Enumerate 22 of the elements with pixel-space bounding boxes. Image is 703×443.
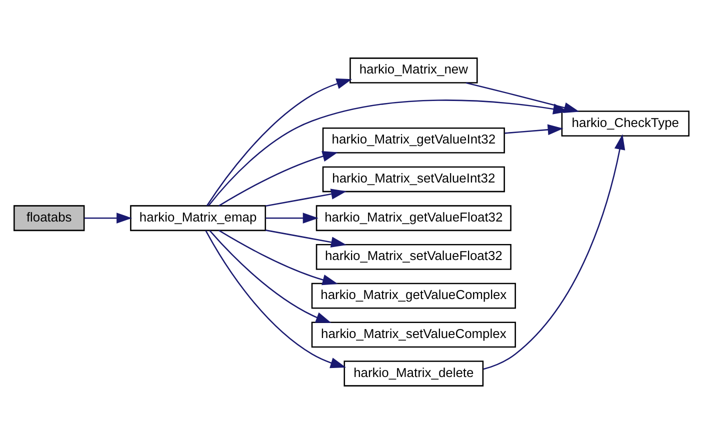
node-box: harkio_Matrix_emap xyxy=(130,204,266,231)
arrow xyxy=(265,188,347,206)
arrow xyxy=(218,150,338,206)
node-box: harkio_Matrix_getValueFloat32 xyxy=(316,204,512,231)
node-box: harkio_Matrix_setValueComplex xyxy=(311,321,516,348)
arrow xyxy=(205,230,346,368)
node-box: harkio_Matrix_new xyxy=(350,57,478,83)
arrow xyxy=(218,229,338,285)
arrow xyxy=(206,78,352,206)
arrow xyxy=(265,229,347,248)
node-box: harkio_Matrix_delete xyxy=(344,360,484,386)
arrow xyxy=(209,230,332,322)
node-box: harkio_Matrix_setValueInt32 xyxy=(322,166,505,192)
node-box: harkio_CheckType xyxy=(561,110,690,136)
arrow xyxy=(504,124,564,135)
arrow xyxy=(483,134,626,370)
node-box: harkio_Matrix_getValueInt32 xyxy=(322,126,505,153)
node-box: harkio_Matrix_setValueFloat32 xyxy=(316,244,512,270)
node-box: harkio_Matrix_getValueComplex xyxy=(311,282,516,308)
node-box: floatabs xyxy=(14,204,85,231)
arrow xyxy=(266,212,318,224)
arrow xyxy=(84,212,132,224)
